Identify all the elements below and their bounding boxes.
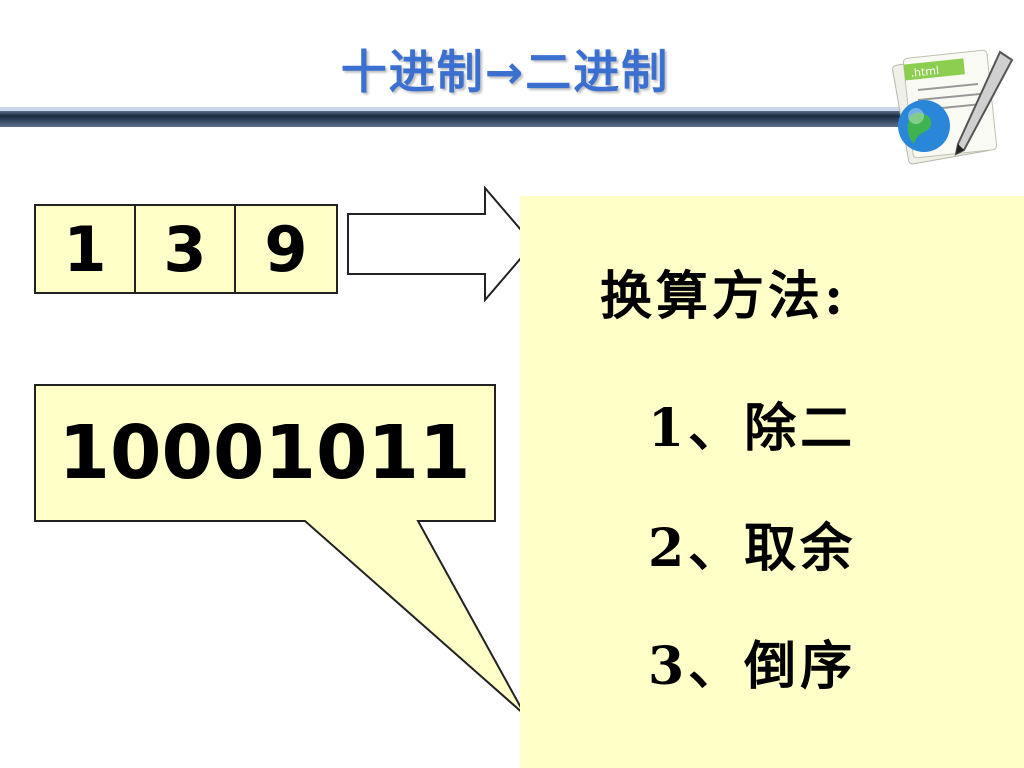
digit-box: 1 [36, 206, 136, 292]
decimal-digit-boxes: 1 3 9 [34, 204, 338, 294]
method-heading: 换算方法: [600, 266, 848, 327]
title-underline [0, 107, 900, 127]
method-step: 3、倒序 [648, 636, 857, 697]
slide-title: 十进制→二进制 [340, 45, 670, 99]
digit-box: 3 [136, 206, 236, 292]
method-step: 1、除二 [648, 398, 857, 459]
digit-box: 9 [264, 212, 308, 286]
logo-html-label: .html [910, 64, 940, 80]
right-arrow-icon [347, 186, 535, 302]
binary-result: 10001011 [58, 409, 471, 496]
method-panel: 换算方法: 1、除二 2、取余 3、倒序 [520, 196, 1024, 768]
method-step: 2、取余 [648, 518, 857, 579]
html-globe-pen-icon: .html [892, 49, 1014, 165]
